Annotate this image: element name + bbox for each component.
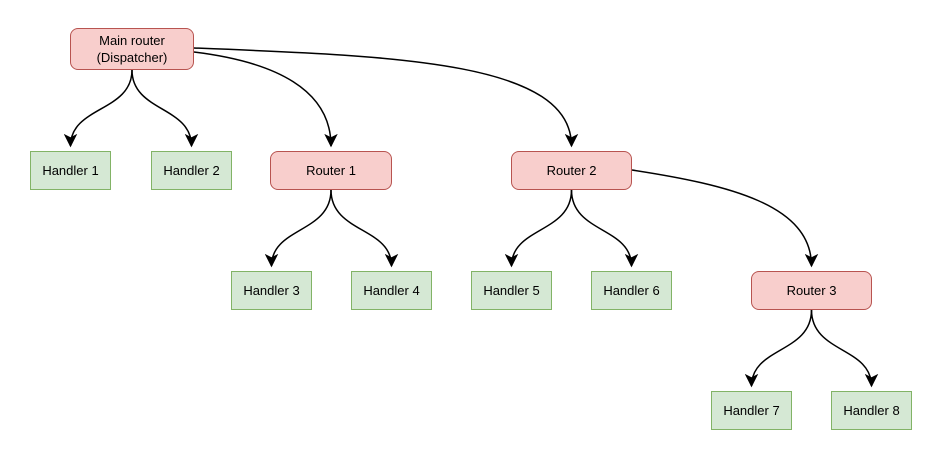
edge-router1-to-handler4 — [330, 189, 399, 268]
node-router-2-label: Router 2 — [546, 163, 597, 178]
node-handler-3-label: Handler 3 — [243, 283, 300, 298]
edge-router2-to-handler5 — [504, 189, 573, 268]
node-handler-2-label: Handler 2 — [163, 163, 220, 178]
node-router-1-label: Router 1 — [306, 163, 356, 178]
edge-router3-to-handler7 — [744, 309, 813, 388]
node-handler-3: Handler 3 — [231, 271, 312, 310]
node-handler-5: Handler 5 — [471, 271, 552, 310]
node-handler-8: Handler 8 — [831, 391, 912, 430]
node-router-2: Router 2 — [511, 151, 632, 190]
node-main-router-label: Main router (Dispatcher) — [96, 33, 168, 65]
node-handler-7-label: Handler 7 — [723, 403, 780, 418]
edge-router2-to-handler6 — [570, 189, 639, 268]
edge-main-to-router2 — [193, 47, 579, 148]
node-handler-6: Handler 6 — [591, 271, 672, 310]
edge-main-to-router1 — [193, 51, 338, 148]
node-handler-5-label: Handler 5 — [483, 283, 540, 298]
edge-router1-to-handler3 — [264, 189, 332, 268]
node-handler-4: Handler 4 — [351, 271, 432, 310]
node-router-1: Router 1 — [270, 151, 392, 190]
node-handler-4-label: Handler 4 — [363, 283, 420, 298]
node-main-router: Main router (Dispatcher) — [70, 28, 194, 70]
node-handler-1: Handler 1 — [30, 151, 111, 190]
edge-router3-to-handler8 — [810, 309, 879, 388]
node-router-3-label: Router 3 — [786, 283, 837, 298]
node-handler-8-label: Handler 8 — [843, 403, 900, 418]
node-handler-6-label: Handler 6 — [603, 283, 660, 298]
edge-router2-to-router3 — [631, 169, 819, 268]
node-handler-1-label: Handler 1 — [42, 163, 99, 178]
node-router-3: Router 3 — [751, 271, 872, 310]
node-handler-2: Handler 2 — [151, 151, 232, 190]
edge-main-to-handler1 — [63, 69, 133, 148]
edge-main-to-handler2 — [131, 69, 199, 148]
node-handler-7: Handler 7 — [711, 391, 792, 430]
